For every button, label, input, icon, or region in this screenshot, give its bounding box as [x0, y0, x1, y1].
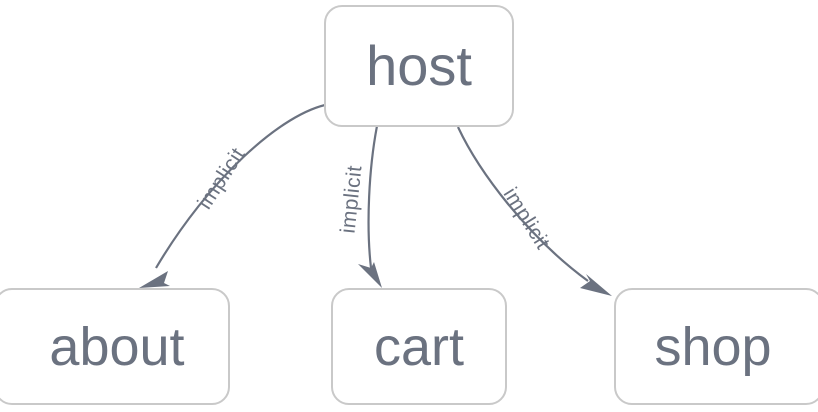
edge-host-cart-arrowhead: [358, 262, 382, 288]
node-host-label: host: [366, 34, 472, 97]
edge-host-cart-path: [367, 125, 379, 269]
edge-host-about-label: implicit: [193, 144, 249, 214]
edge-host-about[interactable]: implicit: [139, 102, 331, 288]
edge-host-about-arrowhead: [139, 271, 170, 288]
edge-host-shop[interactable]: implicit: [457, 126, 612, 296]
node-host[interactable]: host: [324, 5, 514, 127]
edge-host-shop-path: [457, 126, 589, 282]
node-shop-label: shop: [654, 316, 772, 377]
node-cart[interactable]: cart: [331, 288, 507, 405]
node-about-label: about: [49, 316, 185, 377]
edge-host-cart-label: implicit: [337, 164, 367, 234]
edge-host-shop-arrowhead: [580, 274, 612, 296]
edge-host-cart[interactable]: implicit: [337, 125, 382, 288]
edge-host-about-path: [155, 102, 331, 269]
edge-host-shop-label: implicit: [499, 184, 555, 254]
node-about[interactable]: about: [0, 288, 230, 405]
node-shop[interactable]: shop: [614, 288, 818, 405]
node-cart-label: cart: [373, 316, 465, 377]
